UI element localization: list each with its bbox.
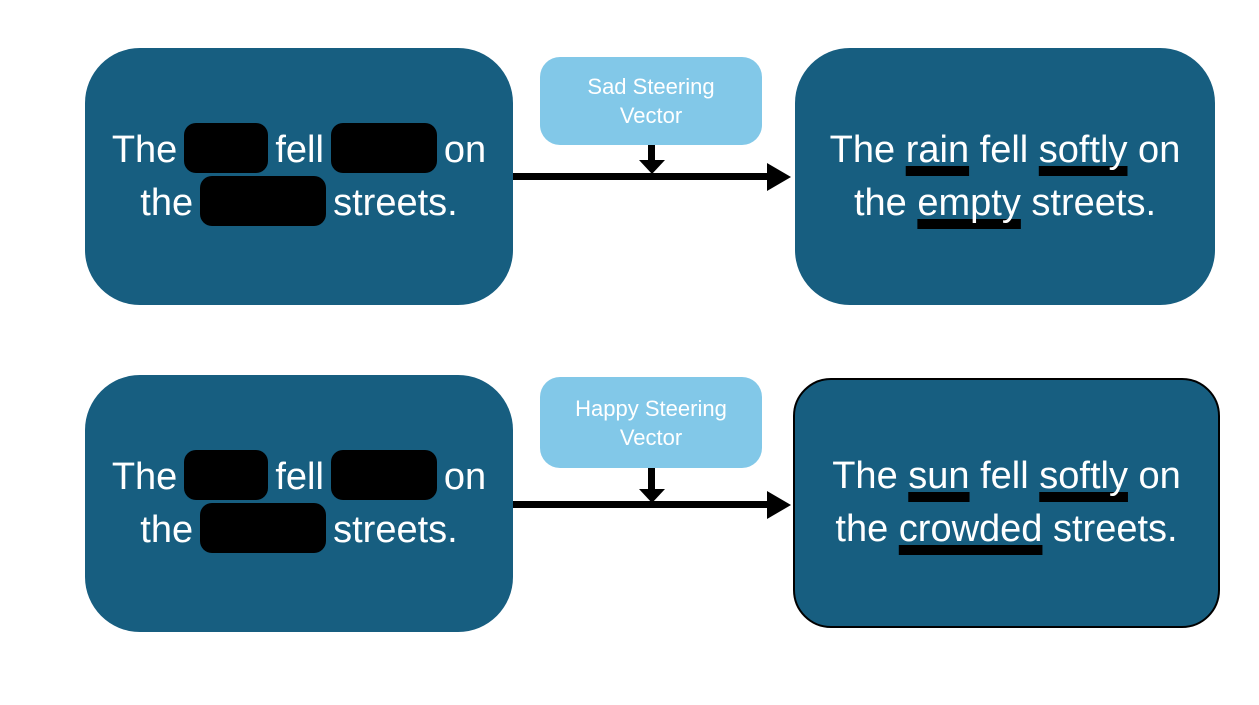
word: The (832, 455, 909, 497)
arrow-right-icon (513, 501, 767, 508)
word: The (111, 455, 178, 498)
word: streets. (333, 181, 458, 224)
underlined-word: rain (905, 128, 970, 171)
word: on (1127, 455, 1181, 497)
word: on (1127, 128, 1181, 171)
word: streets. (1042, 508, 1178, 550)
happy-steering-vector-box: Happy Steering Vector (540, 377, 762, 468)
redaction-box (184, 123, 269, 174)
input-sentence-line-2: the streets. (140, 503, 458, 557)
sad-steering-vector-box: Sad Steering Vector (540, 57, 762, 145)
word: on (443, 455, 487, 498)
redaction-box (330, 123, 437, 174)
word: fell (969, 455, 1040, 497)
word: fell (969, 128, 1039, 171)
underlined-word: empty (917, 181, 1021, 224)
word: The (111, 128, 178, 171)
word: The (829, 128, 906, 171)
underlined-word: softly (1039, 455, 1128, 497)
redaction-box (200, 176, 327, 227)
arrow-down-icon (648, 468, 655, 489)
output-sentence-line-2: the crowded streets. (835, 503, 1177, 556)
redaction-box (330, 450, 437, 501)
input-sentence-line-1: The fell on (111, 450, 487, 504)
input-sentence-box-happy: The fell on the streets. (85, 375, 513, 632)
steering-label-line-2: Vector (619, 424, 683, 450)
output-sentence-line-2: the empty streets. (854, 177, 1156, 230)
arrow-right-icon (513, 173, 767, 180)
arrow-down-icon (648, 145, 655, 160)
redaction-box (184, 450, 269, 501)
word: streets. (1020, 181, 1157, 224)
input-sentence-box-sad: The fell on the streets. (85, 48, 513, 305)
underlined-word: sun (908, 455, 970, 497)
output-sentence-line-1: The rain fell softly on (830, 124, 1181, 177)
output-sentence-box-happy: The sun fell softly on the crowded stree… (793, 378, 1220, 628)
word: fell (275, 455, 324, 498)
word: on (443, 128, 487, 171)
output-sentence-box-sad: The rain fell softly on the empty street… (795, 48, 1215, 305)
input-sentence-line-1: The fell on (111, 123, 487, 177)
underlined-word: softly (1038, 128, 1128, 171)
steering-label-line-1: Sad Steering (587, 74, 715, 99)
output-sentence-line-1: The sun fell softly on (832, 450, 1181, 503)
redaction-box (200, 503, 327, 554)
word: streets. (333, 508, 458, 551)
steering-label-line-1: Happy Steering (575, 395, 727, 421)
underlined-word: crowded (898, 508, 1043, 550)
word: the (853, 181, 918, 224)
word: fell (275, 128, 324, 171)
word: the (140, 508, 194, 551)
word: the (835, 508, 899, 550)
word: the (140, 181, 194, 224)
input-sentence-line-2: the streets. (140, 176, 458, 230)
steering-label-line-2: Vector (619, 103, 683, 128)
